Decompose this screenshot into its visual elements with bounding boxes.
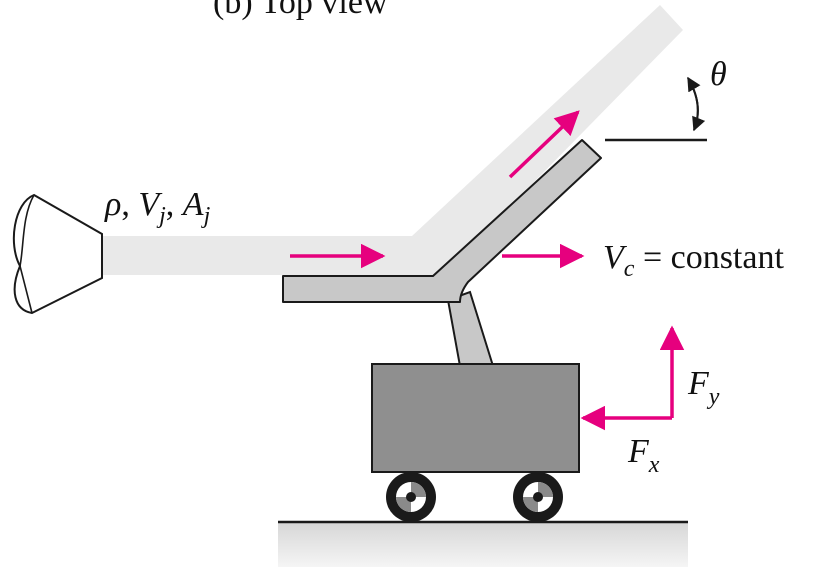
angle-indicator [605,76,707,142]
ground [278,520,688,567]
vane-post [446,290,495,367]
force-y-label: Fy [687,365,720,410]
cart-body [371,363,580,473]
jet-label: ρ, Vj, Aj [104,186,211,229]
nozzle [12,193,103,315]
outflow-arrow [508,110,580,179]
angle-label: θ [710,56,727,93]
force-x-label: Fx [627,433,660,478]
cart-velocity-label: Vc = constant [603,239,784,282]
cart-wheel [513,472,563,522]
vane [282,139,602,303]
cart-wheel [386,472,436,522]
water-jet [100,5,683,275]
caption-fragment: (b) Top view [213,0,388,21]
